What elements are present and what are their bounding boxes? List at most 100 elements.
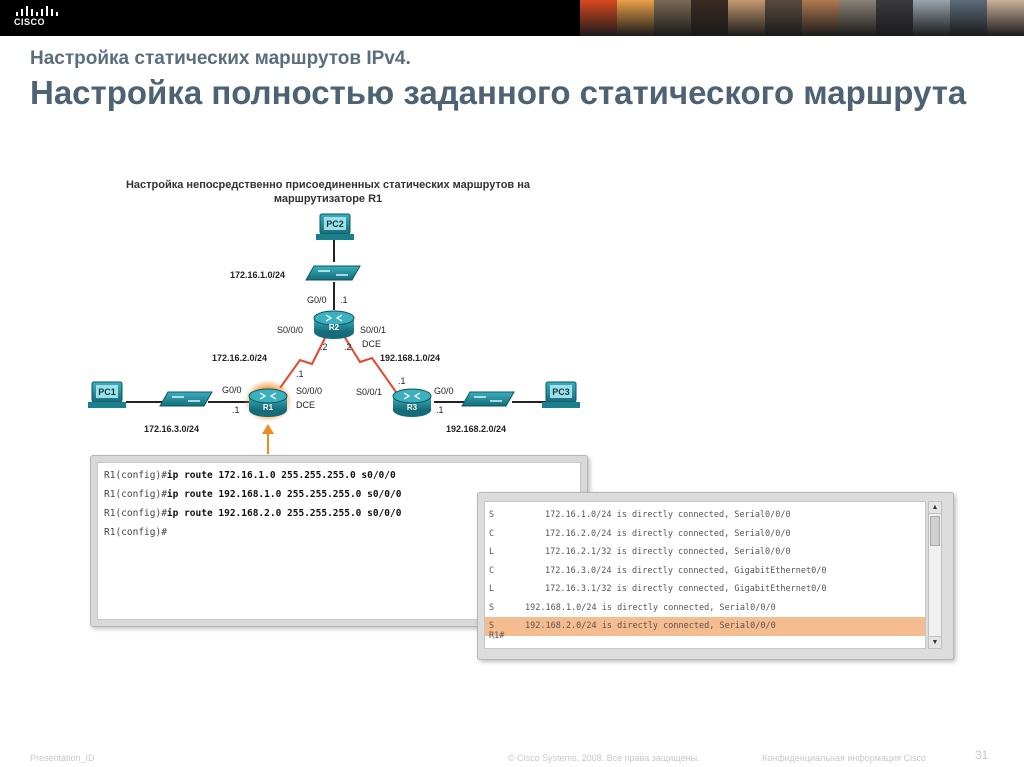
- switch-right-icon: [461, 391, 515, 407]
- diagram-caption: Настройка непосредственно присоединенных…: [125, 179, 531, 205]
- r3-icon: [392, 388, 432, 417]
- switch-top-icon: [305, 265, 361, 281]
- route-code: L: [489, 547, 495, 557]
- scroll-thumb[interactable]: [930, 516, 940, 546]
- route-entry: 172.16.3.1/32 is directly connected, Gig…: [545, 584, 827, 594]
- network-label-pc2: 172.16.1.0/24: [230, 270, 285, 280]
- scroll-down-arrow-icon[interactable]: ▼: [929, 636, 941, 648]
- header-photo: [876, 0, 913, 36]
- config-command-line: R1(config)#ip route 192.168.1.0 255.255.…: [104, 485, 574, 504]
- header-photo: [580, 0, 617, 36]
- routing-table-prompt: R1#: [489, 631, 505, 641]
- cisco-bars-icon: [16, 6, 58, 16]
- header-photo: [691, 0, 728, 36]
- r1-g00-label: G0/0: [222, 385, 242, 395]
- routing-table-row: S 192.168.2.0/24 is directly connected, S…: [485, 617, 925, 636]
- network-label-r1r2: 172.16.2.0/24: [212, 353, 267, 363]
- cisco-logo: CISCO: [14, 5, 58, 31]
- r2-label: R2: [329, 323, 340, 332]
- pc3-label: PC3: [552, 387, 570, 397]
- r1-s000-label: S0/0/0: [296, 386, 322, 396]
- route-entry: 172.16.3.0/24 is directly connected, Gig…: [545, 565, 827, 576]
- r3-label: R3: [407, 403, 418, 412]
- route-entry: 192.168.2.0/24 is directly connected, Se…: [525, 621, 776, 631]
- header-photo: [987, 0, 1024, 36]
- r3-g00-label: G0/0: [434, 386, 454, 396]
- routing-table-row: C 172.16.3.0/24 is directly connected, Gi…: [485, 562, 925, 581]
- pc1-label: PC1: [98, 387, 116, 397]
- header-photo: [913, 0, 950, 36]
- serial-link-r2-r3: [343, 335, 397, 393]
- route-code: S: [489, 510, 495, 520]
- routing-table-row: L 172.16.2.1/32 is directly connected, Se…: [485, 543, 925, 562]
- route-code: C: [489, 528, 495, 539]
- switch-left-icon: [159, 391, 213, 407]
- r3-s001-ip: .1: [398, 376, 406, 386]
- highlight-arrow-icon: [262, 424, 274, 454]
- header-photo: [802, 0, 839, 36]
- route-code: S: [489, 602, 495, 613]
- network-diagram: PC2 172.16.1.0/24 R2 G0/0 .1 S0/0/0 .2 S…: [88, 213, 580, 454]
- header-photo: [765, 0, 802, 36]
- r2-dce-label: DCE: [362, 339, 381, 349]
- r2-g00-ip: .1: [340, 295, 348, 305]
- config-prompt: R1(config)#: [104, 489, 167, 500]
- config-prompt: R1(config)#: [104, 470, 167, 481]
- routing-table-rows: S 172.16.1.0/24 is directly connected, Se…: [485, 506, 925, 636]
- header-bar: CISCO: [0, 0, 1024, 36]
- header-photo: [654, 0, 691, 36]
- route-entry: 172.16.1.0/24 is directly connected, Ser…: [545, 510, 791, 520]
- ethernet-links: [126, 240, 546, 403]
- route-entry: 172.16.2.1/32 is directly connected, Ser…: [545, 547, 791, 557]
- routing-table-row: C 172.16.2.0/24 is directly connected, Se…: [485, 525, 925, 544]
- route-code: L: [489, 584, 495, 594]
- r1-icon: [244, 380, 292, 422]
- pc3-icon: [542, 381, 580, 408]
- footer-confidential: Конфиденциальная информация Cisco: [762, 753, 927, 763]
- network-label-pc1: 172.16.3.0/24: [144, 424, 199, 434]
- r2-s000-ip: .2: [320, 342, 328, 352]
- config-prompt: R1(config)#: [104, 527, 167, 538]
- r1-g00-ip: .1: [232, 405, 240, 415]
- network-label-pc3: 192.168.2.0/24: [446, 424, 506, 434]
- routing-table-window: S 172.16.1.0/24 is directly connected, Se…: [477, 492, 954, 660]
- routing-table-scrollbar[interactable]: ▲ ▼: [928, 501, 942, 649]
- config-command-line: R1(config)#ip route 192.168.2.0 255.255.…: [104, 504, 574, 523]
- r1-dce-label: DCE: [296, 400, 315, 410]
- routing-table-row: S 172.16.1.0/24 is directly connected, Se…: [485, 506, 925, 525]
- network-label-r2r3: 192.168.1.0/24: [380, 353, 440, 363]
- route-entry: 172.16.2.0/24 is directly connected, Ser…: [545, 528, 791, 539]
- route-code: C: [489, 565, 495, 576]
- footer-copyright: © Cisco Systems, 2008. Все права защищен…: [508, 753, 700, 763]
- r3-g00-ip: .1: [436, 405, 444, 415]
- serial-links: [279, 335, 397, 393]
- r2-s001-ip: .2: [344, 342, 352, 352]
- header-photo: [728, 0, 765, 36]
- pc2-icon: [316, 213, 354, 240]
- r2-s000-label: S0/0/0: [277, 325, 303, 335]
- r1-label: R1: [263, 403, 274, 412]
- cisco-logo-text: CISCO: [14, 17, 46, 27]
- pc1-icon: [88, 381, 126, 408]
- footer-presentation-id: Presentation_ID: [30, 753, 95, 763]
- r2-icon: [313, 310, 355, 339]
- config-command: ip route 192.168.1.0 255.255.255.0 s0/0/…: [166, 489, 402, 500]
- r2-s001-label: S0/0/1: [360, 325, 386, 335]
- pc2-label: PC2: [326, 219, 344, 229]
- routing-table-body[interactable]: S 172.16.1.0/24 is directly connected, Se…: [484, 501, 926, 649]
- page-number: 31: [975, 748, 989, 762]
- r1-s000-ip: .1: [296, 369, 304, 379]
- photo-strip: [580, 0, 1024, 36]
- header-photo: [950, 0, 987, 36]
- r3-s001-label: S0/0/1: [356, 387, 382, 397]
- header-photo: [617, 0, 654, 36]
- slide-subtitle: Настройка статических маршрутов IPv4.: [30, 48, 411, 69]
- slide-title: Настройка полностью заданного статическо…: [30, 74, 967, 111]
- config-prompt: R1(config)#: [104, 508, 167, 519]
- routing-table-row: L 172.16.3.1/32 is directly connected, Gi…: [485, 580, 925, 599]
- header-photo: [839, 0, 876, 36]
- config-command: ip route 172.16.1.0 255.255.255.0 s0/0/0: [166, 470, 396, 481]
- route-code: S: [489, 621, 495, 631]
- route-entry: 192.168.1.0/24 is directly connected, Se…: [525, 602, 776, 613]
- scroll-up-arrow-icon[interactable]: ▲: [929, 502, 941, 514]
